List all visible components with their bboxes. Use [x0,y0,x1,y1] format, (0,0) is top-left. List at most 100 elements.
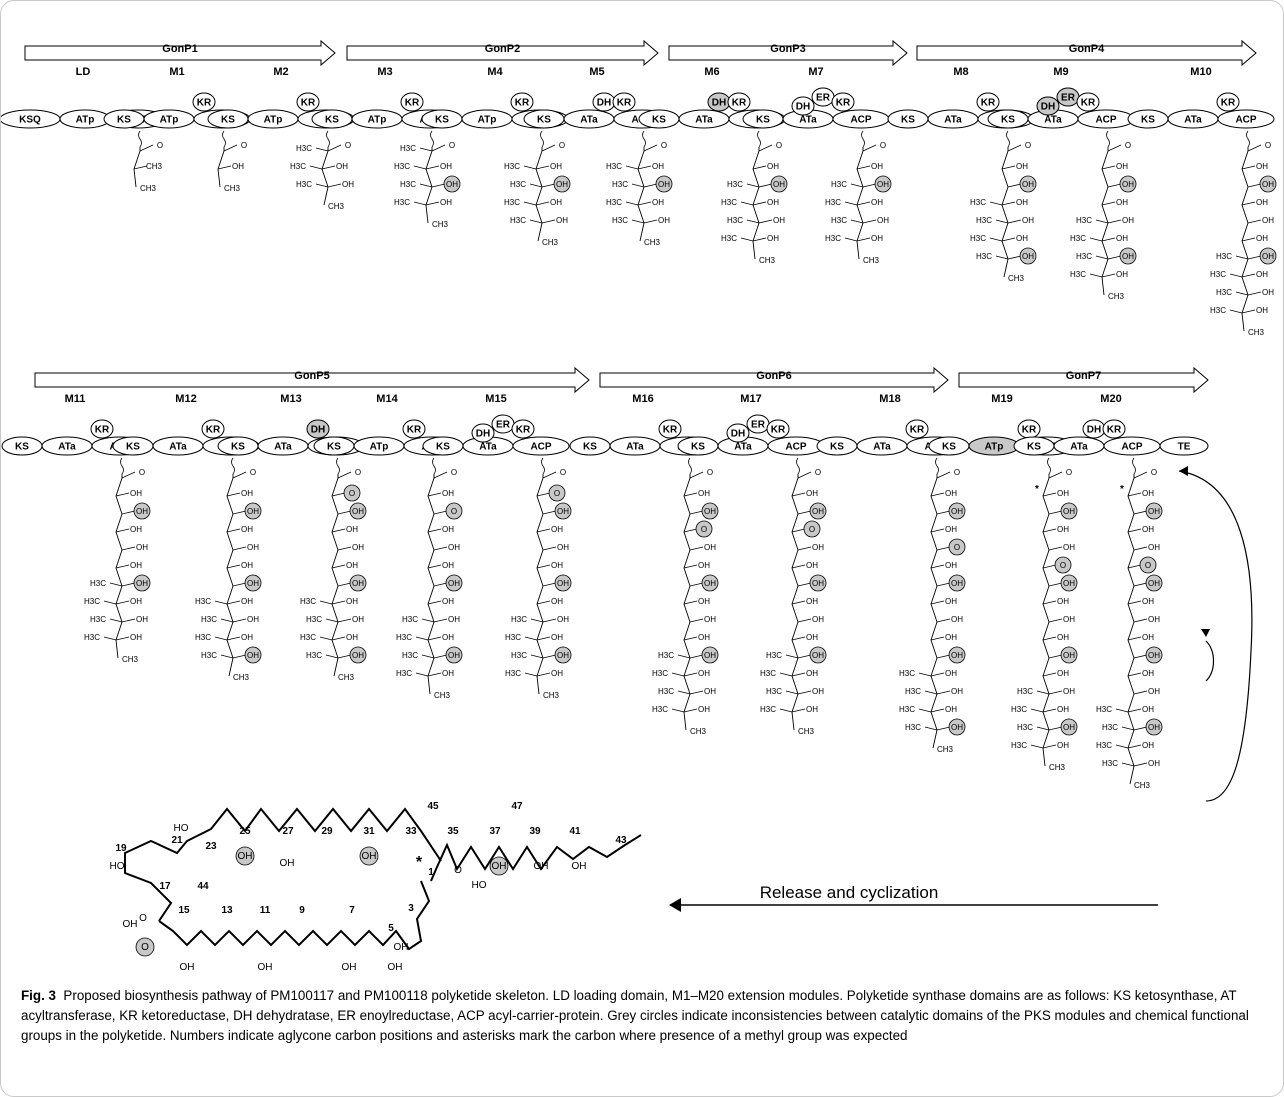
gene-arrow [916,39,1257,67]
methyl-bond [1115,708,1129,713]
domain-label: KS [942,442,956,453]
chain-group: OH [812,543,824,552]
module-label-m14: M14 [376,393,398,405]
inconsistency-circle [349,646,367,664]
chain-group: OH [1122,252,1134,261]
figure-caption: Fig. 3 Proposed biosynthesis pathway of … [21,986,1261,1046]
inconsistency-circle [701,502,719,520]
inconsistency-circle [1259,175,1277,193]
methyl-bond [413,201,427,206]
chain-group: OH [1142,633,1154,642]
substituent-bond [542,618,557,623]
aglycone-group: OH [362,851,377,862]
chain-group: OH [698,489,710,498]
domain-label: KR [836,98,851,109]
domain-kr [831,92,855,112]
chain-group: OH [442,597,454,606]
chain-group: OH [1148,687,1160,696]
inconsistency-circle [244,574,262,592]
substituent-bond [121,471,136,479]
substituent-bond [936,471,951,479]
chain-group: O [954,543,960,552]
domain-label: DH [1041,102,1055,113]
substituent-bond [930,636,945,641]
substituent-bond [936,582,951,587]
module-label-m2: M2 [273,66,288,78]
gene-name: GonP1 [162,43,197,55]
substituent-bond [752,237,767,242]
chain-group: OH [1122,216,1134,225]
carbon-chain [637,147,645,242]
carbon-chain [331,474,339,677]
substituent-bond [541,144,556,152]
substituent-bond [1042,708,1057,713]
substituent-bond [232,618,247,623]
substituent-bond [1133,762,1148,767]
substituent-bond [337,546,352,551]
chain-group: OH [442,561,454,570]
methyl-label: H3C [905,687,921,696]
terminal-methyl: CH3 [937,745,954,754]
methyl-label: H3C [511,651,527,660]
methyl-bond [625,165,639,170]
methyl-bond [415,672,429,677]
chain-group: OH [136,543,148,552]
substituent-bond [689,471,704,479]
carbon-chain [1127,474,1135,785]
methyl-label: H3C [396,669,412,678]
chain-group: O [809,525,815,534]
chain-group: OH [1063,687,1075,696]
methyl-bond [309,165,323,170]
substituent-bond [226,636,241,641]
substituent-bond [337,618,352,623]
substituent-bond [433,582,448,587]
substituent-bond [217,165,232,170]
terminal-methyl: CH3 [690,727,707,736]
chain-group: OH [1142,705,1154,714]
chain-group: OH [652,162,664,171]
substituent-bond [643,183,658,188]
inconsistency-circle [809,574,827,592]
module-label-m12: M12 [175,393,196,405]
substituent-bond [115,528,130,533]
substituent-bond [542,654,557,659]
chain-group: OH [352,651,364,660]
methyl-bond [671,708,685,713]
methyl-bond [529,219,543,224]
methyl-label: H3C [306,651,322,660]
domain-label: ACP [785,442,806,453]
substituent-bond [689,546,704,551]
inconsistency-circle [445,574,463,592]
substituent-bond [1133,582,1148,587]
domain-label: KS [756,115,770,126]
substituent-bond [683,528,698,533]
chain-group: OH [945,597,957,606]
substituent-bond [327,144,342,152]
chain-group: O [1066,468,1072,477]
thioester-bond [796,457,800,475]
substituent-bond [637,165,652,170]
domain-label: KR [910,425,925,436]
methyl-bond [1089,237,1103,242]
substituent-bond [856,237,871,242]
chain-group: OH [877,180,889,189]
chain-group: OH [130,525,142,534]
methyl-bond [421,654,435,659]
methyl-label: H3C [976,216,992,225]
carbon-number: 29 [321,826,333,837]
substituent-bond [433,654,448,659]
substituent-bond [536,492,551,497]
module-label-m16: M16 [632,393,653,405]
chain-group: OH [951,507,963,516]
chain-group: OH [1256,306,1268,315]
chain-group: O [554,489,560,498]
thioester-bond [540,130,544,148]
carbon-chain [791,474,799,731]
inconsistency-circle [349,574,367,592]
methyl-bond [677,654,691,659]
methyl-bond [785,654,799,659]
substituent-bond [232,546,247,551]
module-label-m1: M1 [169,66,184,78]
aglycone-group: O [141,942,149,953]
